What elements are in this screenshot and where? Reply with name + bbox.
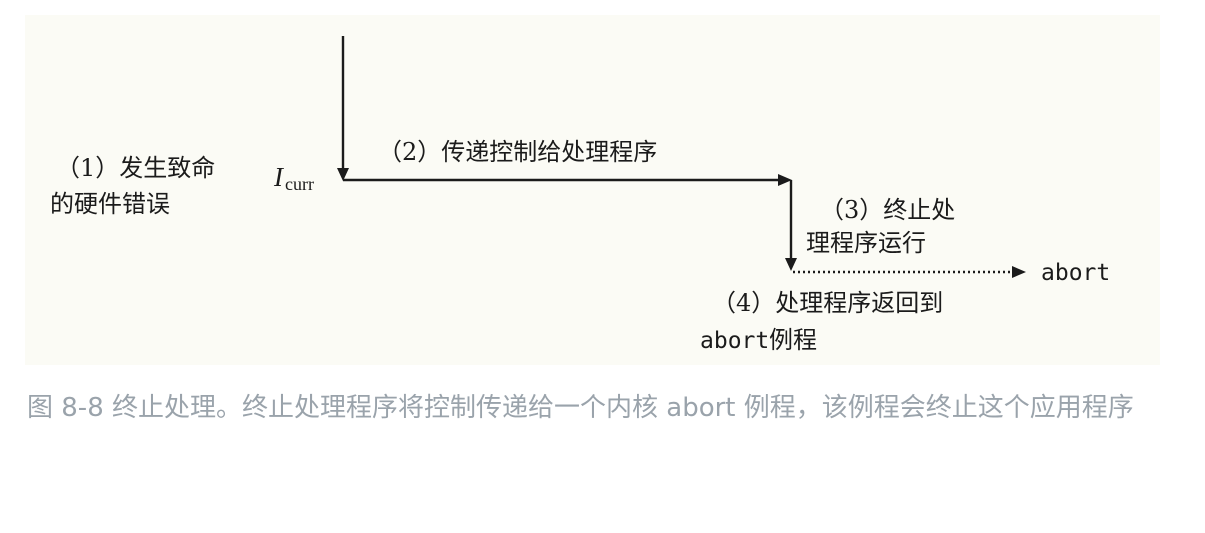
handler-arrow-head [785,258,797,271]
icurr-subscript: curr [285,174,314,194]
diagram-panel [25,15,1160,365]
transfer-arrow-head [778,174,792,186]
step4-line1: （4）处理程序返回到 [712,289,943,317]
step1-line2: 的硬件错误 [50,190,170,218]
step4-line2-text: 例程 [769,326,817,354]
icurr-symbol: I [273,162,285,192]
step1-line1: （1）发生致命 [56,154,215,182]
step3-line2: 理程序运行 [806,229,926,257]
step3-line1: （3）终止处 [820,196,955,224]
abort-label: abort [1041,260,1110,286]
abort-arrow-head [1012,266,1026,278]
figure-caption: 图 8-8 终止处理。终止处理程序将控制传递给一个内核 abort 例程，该例程… [27,393,1134,423]
incoming-arrow-head [337,168,349,181]
step4-line2-code: abort [700,328,769,354]
step2-label: （2）传递控制给处理程序 [378,138,657,166]
